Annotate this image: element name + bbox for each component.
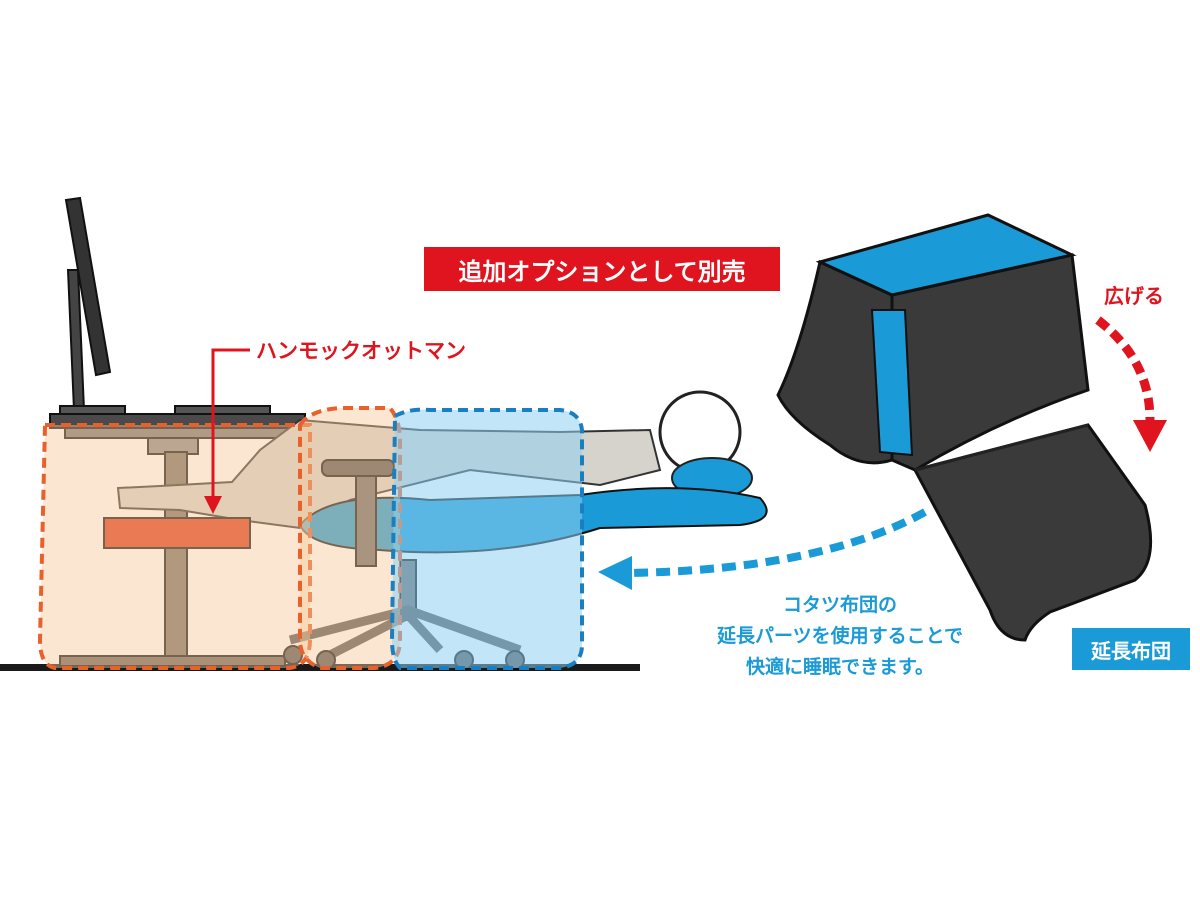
spread-label: 広げる [1104,284,1164,308]
desk [49,413,306,667]
sold-separately-badge: 追加オプションとして別売 [424,247,780,291]
extension-zone-blue [389,407,584,670]
kotatsu-futon-product [776,213,1153,642]
hammock-ottoman [103,517,251,549]
red-dashed-arrow [1095,316,1155,421]
description-text: コタツ布団の 延長パーツを使用することで 快適に睡眠できます。 [650,590,1030,683]
red-arrow-head [1133,420,1167,452]
extension-futon-badge: 延長布団 [1072,628,1190,670]
description-line-3: 快適に睡眠できます。 [745,656,935,678]
kotatsu-zone-orange [37,423,312,670]
ottoman-callout-line [211,348,250,500]
description-line-1: コタツ布団の [782,594,897,616]
blue-arrow-head [598,556,632,590]
description-line-2: 延長パーツを使用することで [716,625,964,647]
ottoman-callout-arrow [204,496,222,514]
blue-dashed-arrow [627,508,927,577]
kotatsu-zone-orange-extension [298,406,402,670]
hammock-ottoman-label: ハンモックオットマン [256,339,466,363]
monitor [59,196,271,417]
